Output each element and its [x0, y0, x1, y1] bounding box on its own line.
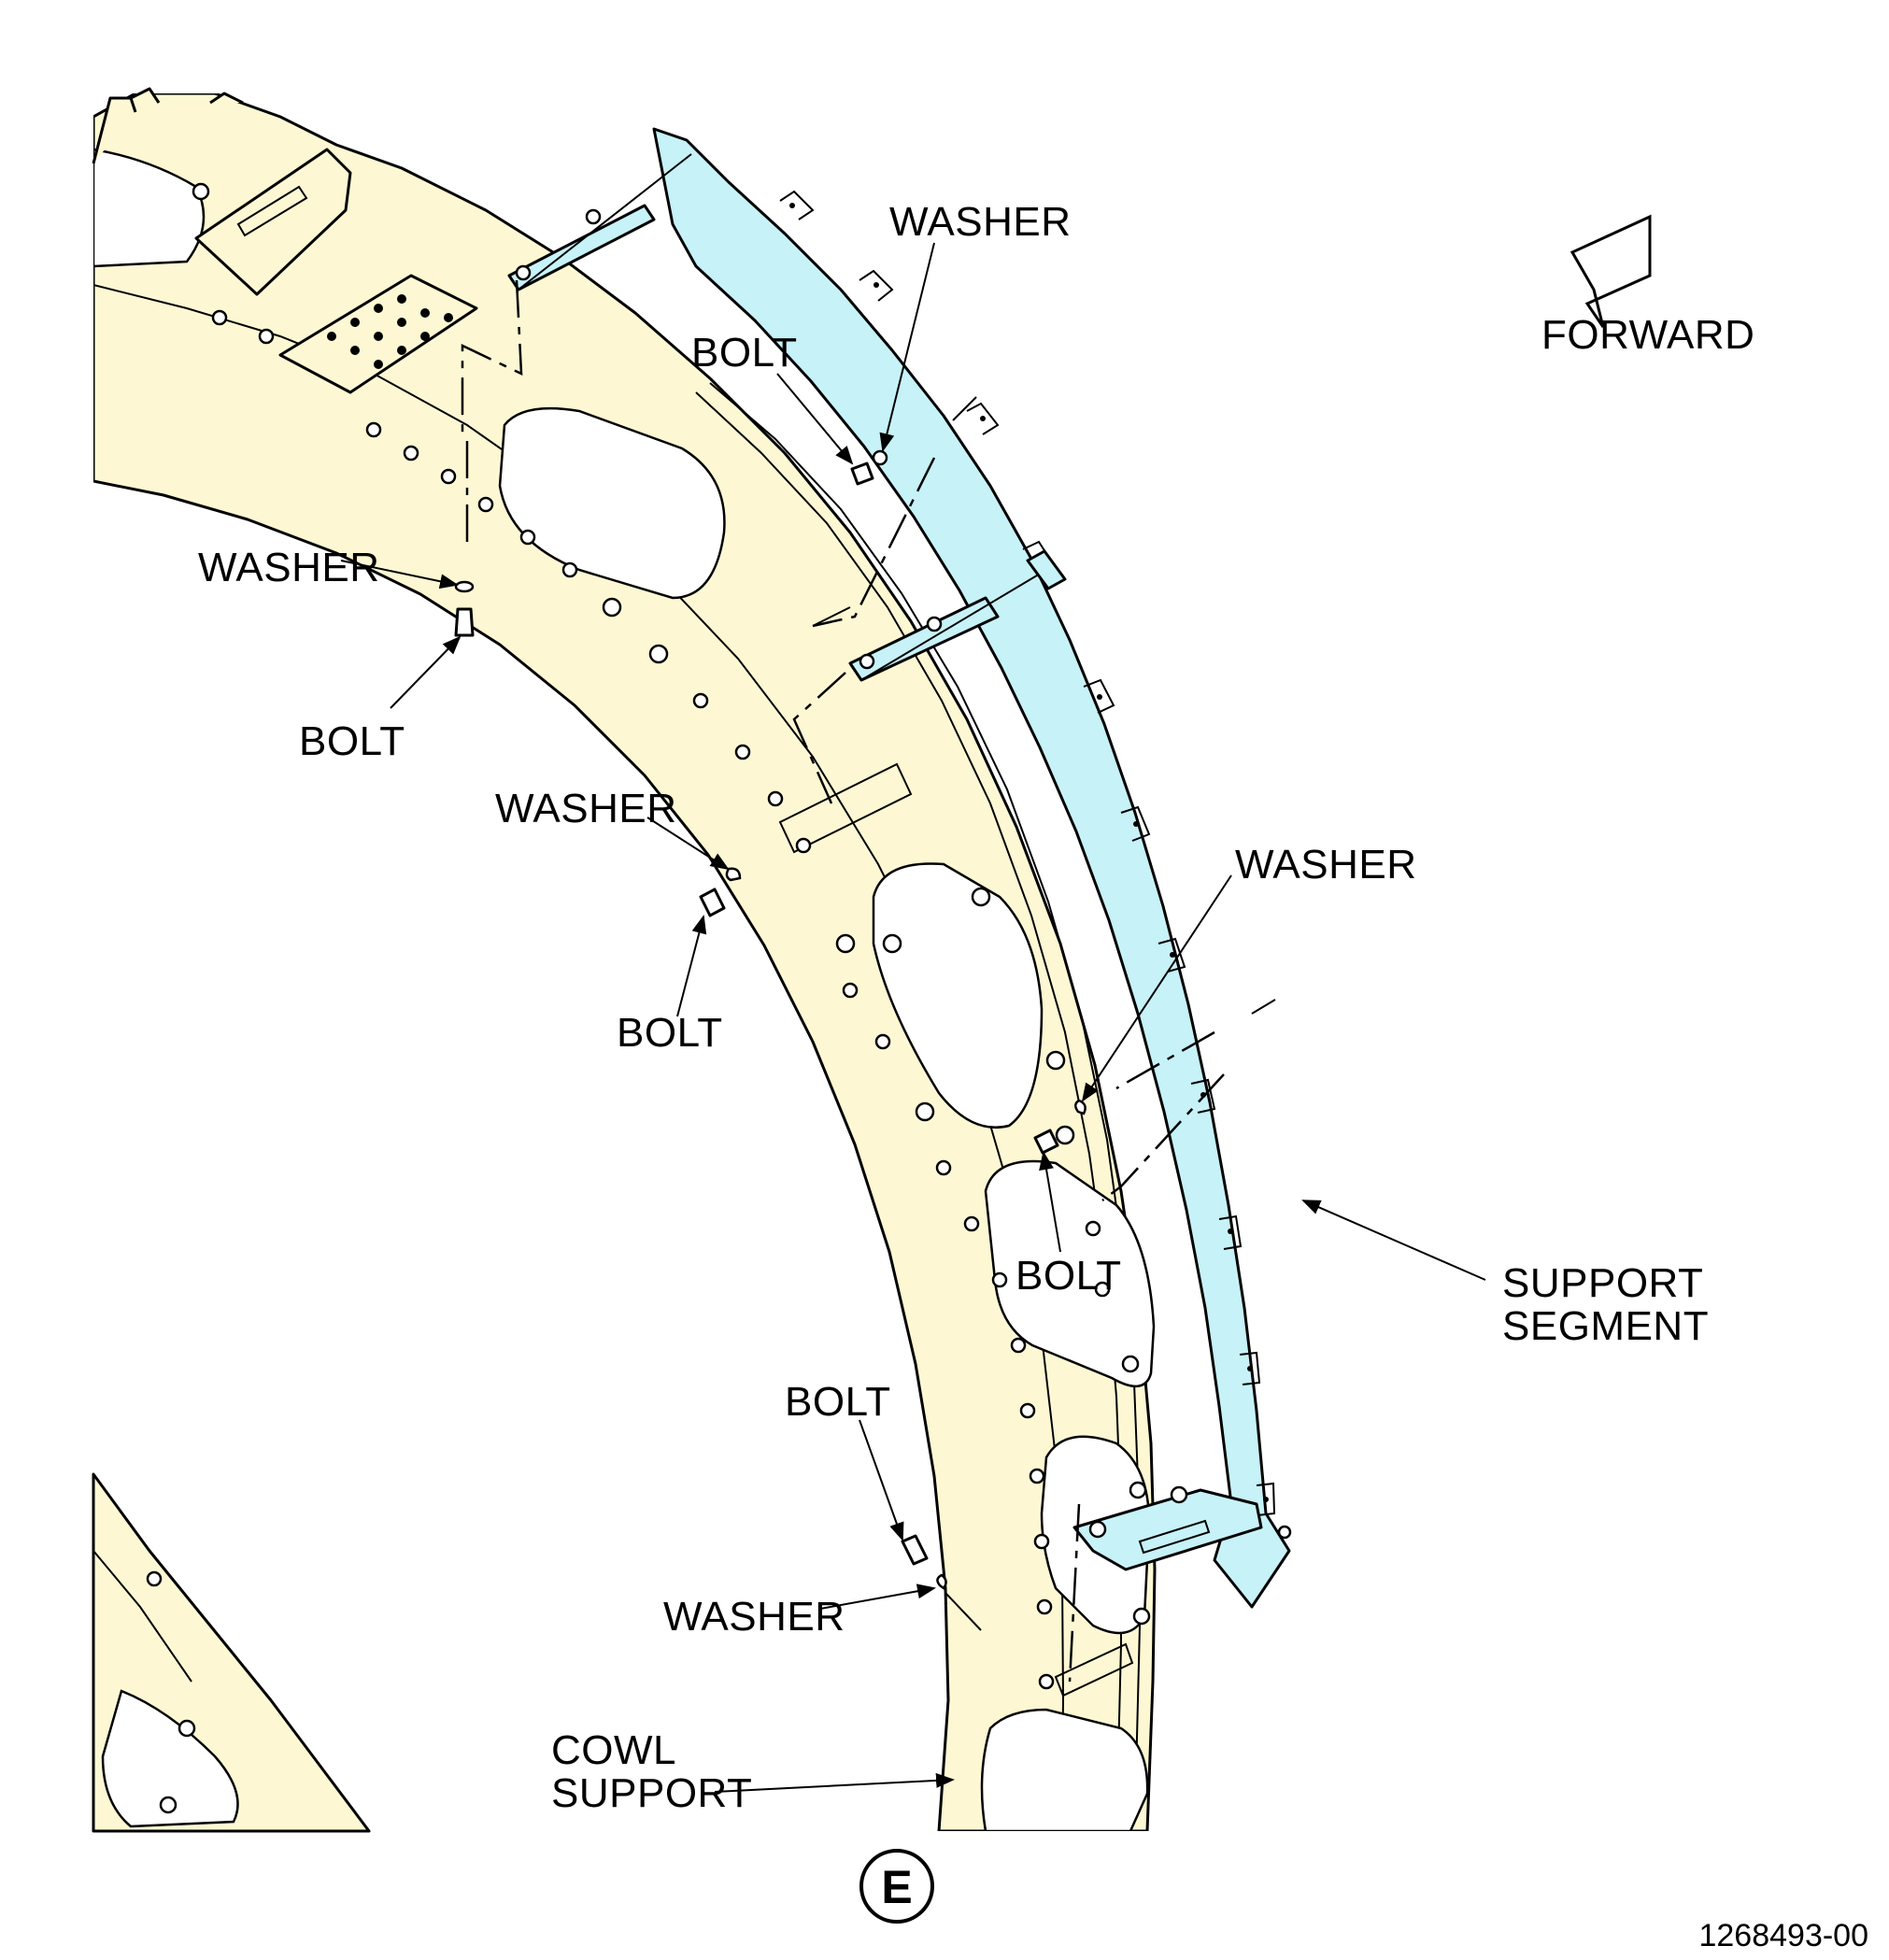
view-label: E	[881, 1861, 912, 1913]
callout-leaders	[340, 242, 1486, 1793]
washer-label-bottom: WASHER	[663, 1594, 845, 1640]
circled-letter-icon: E	[859, 1849, 934, 1924]
cowl-support-lower-fragment	[92, 1472, 371, 1833]
cowl-support-label-line1: COWL	[551, 1727, 676, 1773]
bolt-label-bottom: BOLT	[785, 1379, 891, 1425]
washer-label-left: WASHER	[198, 545, 380, 590]
washer-label-right: WASHER	[1235, 842, 1417, 888]
washer-label-mid: WASHER	[495, 786, 677, 831]
fitting-plate	[92, 87, 478, 394]
figure-number: 1268493-00	[1698, 1918, 1868, 1953]
cowl-support-part	[93, 93, 1157, 1831]
support-segment-label-line1: SUPPORT	[1502, 1260, 1703, 1306]
support-segment-label-line2: SEGMENT	[1502, 1303, 1709, 1349]
bolt-label-right: BOLT	[1016, 1253, 1122, 1299]
assembly-paths	[461, 279, 1276, 1683]
arrow-forward-icon	[1569, 214, 1652, 328]
forward-label: FORWARD	[1541, 312, 1754, 358]
support-segment-part	[507, 127, 1292, 1609]
cowl-support-label-line2: SUPPORT	[551, 1770, 752, 1816]
labels: FORWARD WASHER BOLT WASHER BOLT WASHER B…	[198, 199, 1754, 1816]
bolt-label-top: BOLT	[691, 330, 798, 376]
bolt-label-mid: BOLT	[617, 1010, 723, 1056]
washer-label-top: WASHER	[889, 199, 1072, 245]
bolt-label-left: BOLT	[299, 718, 405, 764]
